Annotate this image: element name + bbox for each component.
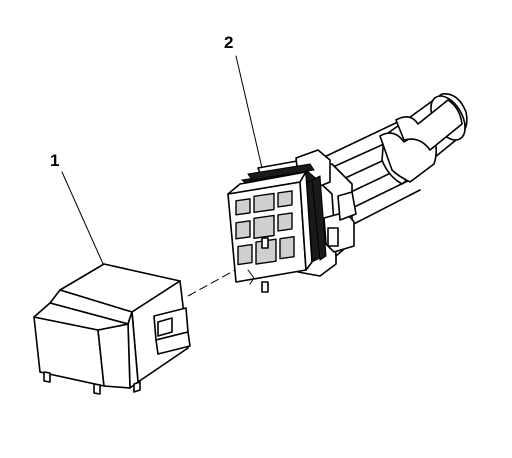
callout-leader-2 xyxy=(235,55,263,169)
callout-label-1: 1 xyxy=(50,151,59,170)
alignment-line xyxy=(187,251,269,297)
relay-connector xyxy=(227,93,468,293)
callout-leader-1 xyxy=(61,171,105,267)
wire-harness xyxy=(317,93,468,229)
callout-label-2: 2 xyxy=(224,33,233,52)
relay xyxy=(33,263,191,395)
